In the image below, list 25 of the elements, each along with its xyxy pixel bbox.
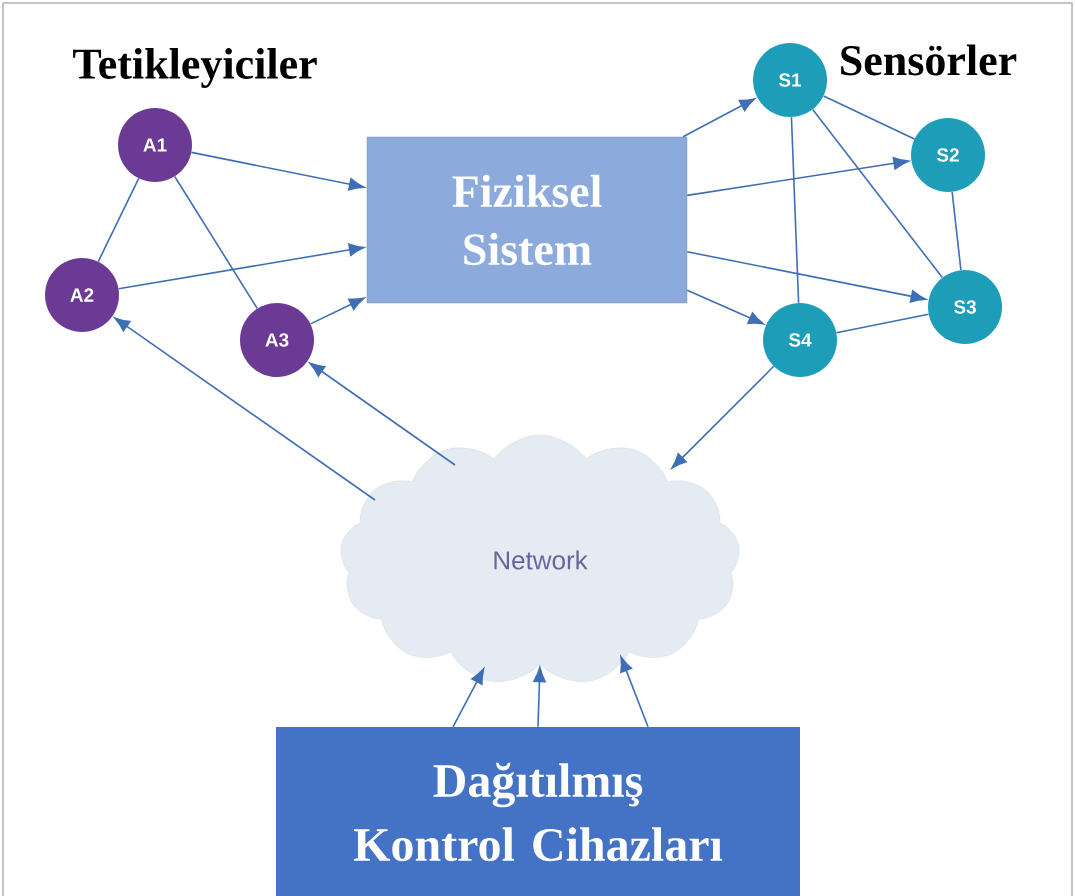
arrow (309, 297, 365, 325)
arrow (452, 668, 485, 728)
circle-node: S3 (928, 270, 1002, 344)
arrow (620, 656, 649, 728)
arrow (682, 98, 756, 138)
heading: Sensörler (835, 41, 1021, 79)
heading: Tetikleyiciler (69, 45, 321, 91)
network-cloud: Network (340, 434, 740, 682)
arrow (686, 157, 909, 197)
arrow (686, 251, 927, 303)
system-box: Fiziksel Sistem (366, 136, 688, 304)
circle-node: A3 (240, 303, 314, 377)
controller-box: Dağıtılmış Kontrol Cihazları (276, 727, 800, 896)
arrow (190, 151, 365, 191)
arrow (117, 243, 365, 290)
arrow (533, 666, 546, 728)
circle-node: S4 (763, 303, 837, 377)
arrow (686, 289, 764, 325)
circle-node: S1 (753, 43, 827, 117)
circle-node: A1 (118, 108, 192, 182)
arrow (114, 317, 376, 501)
circle-node: A2 (45, 258, 119, 332)
circle-node: S2 (911, 118, 985, 192)
arrow (671, 365, 775, 469)
arrow (309, 362, 456, 466)
